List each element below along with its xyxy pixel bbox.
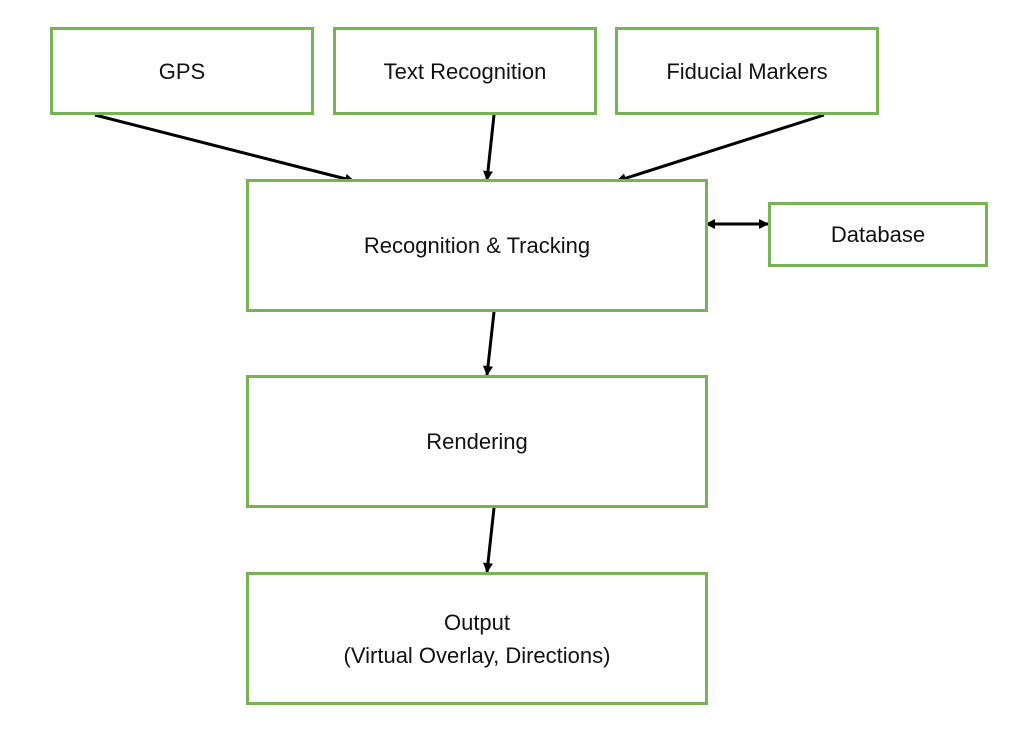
node-gps: GPS	[50, 27, 314, 115]
node-rendering: Rendering	[246, 375, 708, 508]
arrow-rendering-to-output	[483, 507, 496, 573]
arrow-fiducial-to-recognition	[616, 113, 825, 184]
node-output-title: Output	[443, 609, 511, 635]
node-text-recognition-label: Text Recognition	[383, 58, 547, 84]
node-output-subtitle: (Virtual Overlay, Directions)	[343, 642, 611, 668]
node-fiducial-markers-label: Fiducial Markers	[666, 58, 828, 84]
node-output: Output (Virtual Overlay, Directions)	[246, 572, 708, 705]
node-recognition-tracking-label: Recognition & Tracking	[363, 233, 591, 258]
arrow-recognition-to-rendering	[483, 311, 496, 376]
node-fiducial-markers: Fiducial Markers	[615, 27, 879, 115]
node-recognition-tracking: Recognition & Tracking	[246, 179, 708, 312]
node-gps-label: GPS	[158, 58, 206, 84]
node-database: Database	[768, 202, 988, 267]
node-database-label: Database	[830, 222, 926, 247]
node-text-recognition: Text Recognition	[333, 27, 597, 115]
node-rendering-label: Rendering	[426, 429, 528, 454]
arrow-gps-to-recognition	[94, 113, 355, 184]
arrow-text-to-recognition	[482, 114, 496, 181]
